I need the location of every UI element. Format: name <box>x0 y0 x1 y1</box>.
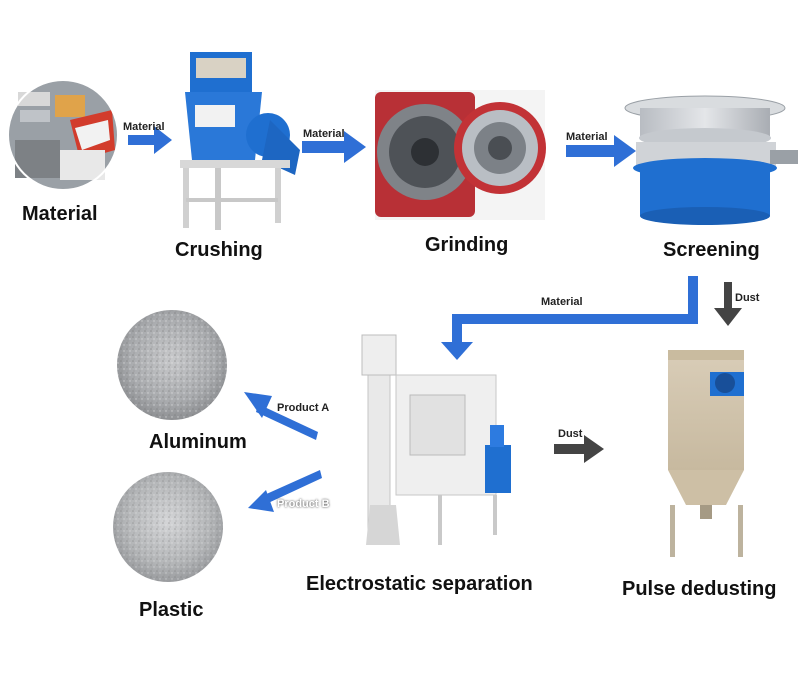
material-image <box>7 79 119 191</box>
label-plastic: Plastic <box>139 599 204 621</box>
label-pulse-dedusting: Pulse dedusting <box>622 578 777 600</box>
arrow-screening-dust <box>714 282 742 326</box>
aluminum-image <box>117 310 227 420</box>
separator-image <box>361 334 511 545</box>
arrow-product-a <box>244 392 318 440</box>
arrow-grinding-to-screening <box>566 135 636 167</box>
crusher-image <box>180 52 300 230</box>
arrow-label-dust-2: Dust <box>558 428 583 440</box>
arrow-label-dust-1: Dust <box>735 292 760 304</box>
arrow-label-product-b: Product B <box>277 498 330 510</box>
arrow-product-b <box>248 470 322 512</box>
label-electrostatic-separation: Electrostatic separation <box>306 573 533 595</box>
arrow-material-to-crushing <box>128 126 172 154</box>
grinder-image <box>375 90 546 220</box>
plastic-image <box>113 472 223 582</box>
label-grinding: Grinding <box>425 234 509 256</box>
label-material: Material <box>22 203 98 225</box>
screener-image <box>624 95 798 225</box>
arrow-label-material-3: Material <box>566 131 608 143</box>
arrow-label-material-2: Material <box>303 128 345 140</box>
arrow-label-product-a: Product A <box>277 402 330 414</box>
label-screening: Screening <box>663 239 760 261</box>
arrow-separation-dust <box>554 435 604 463</box>
arrow-label-material-4: Material <box>541 296 583 308</box>
label-crushing: Crushing <box>175 239 263 261</box>
arrow-crushing-to-grinding <box>302 131 366 163</box>
dust-collector-image <box>668 350 744 557</box>
arrow-label-material-1: Material <box>123 121 165 133</box>
arrow-screening-to-separation <box>441 276 698 360</box>
label-aluminum: Aluminum <box>149 431 247 453</box>
